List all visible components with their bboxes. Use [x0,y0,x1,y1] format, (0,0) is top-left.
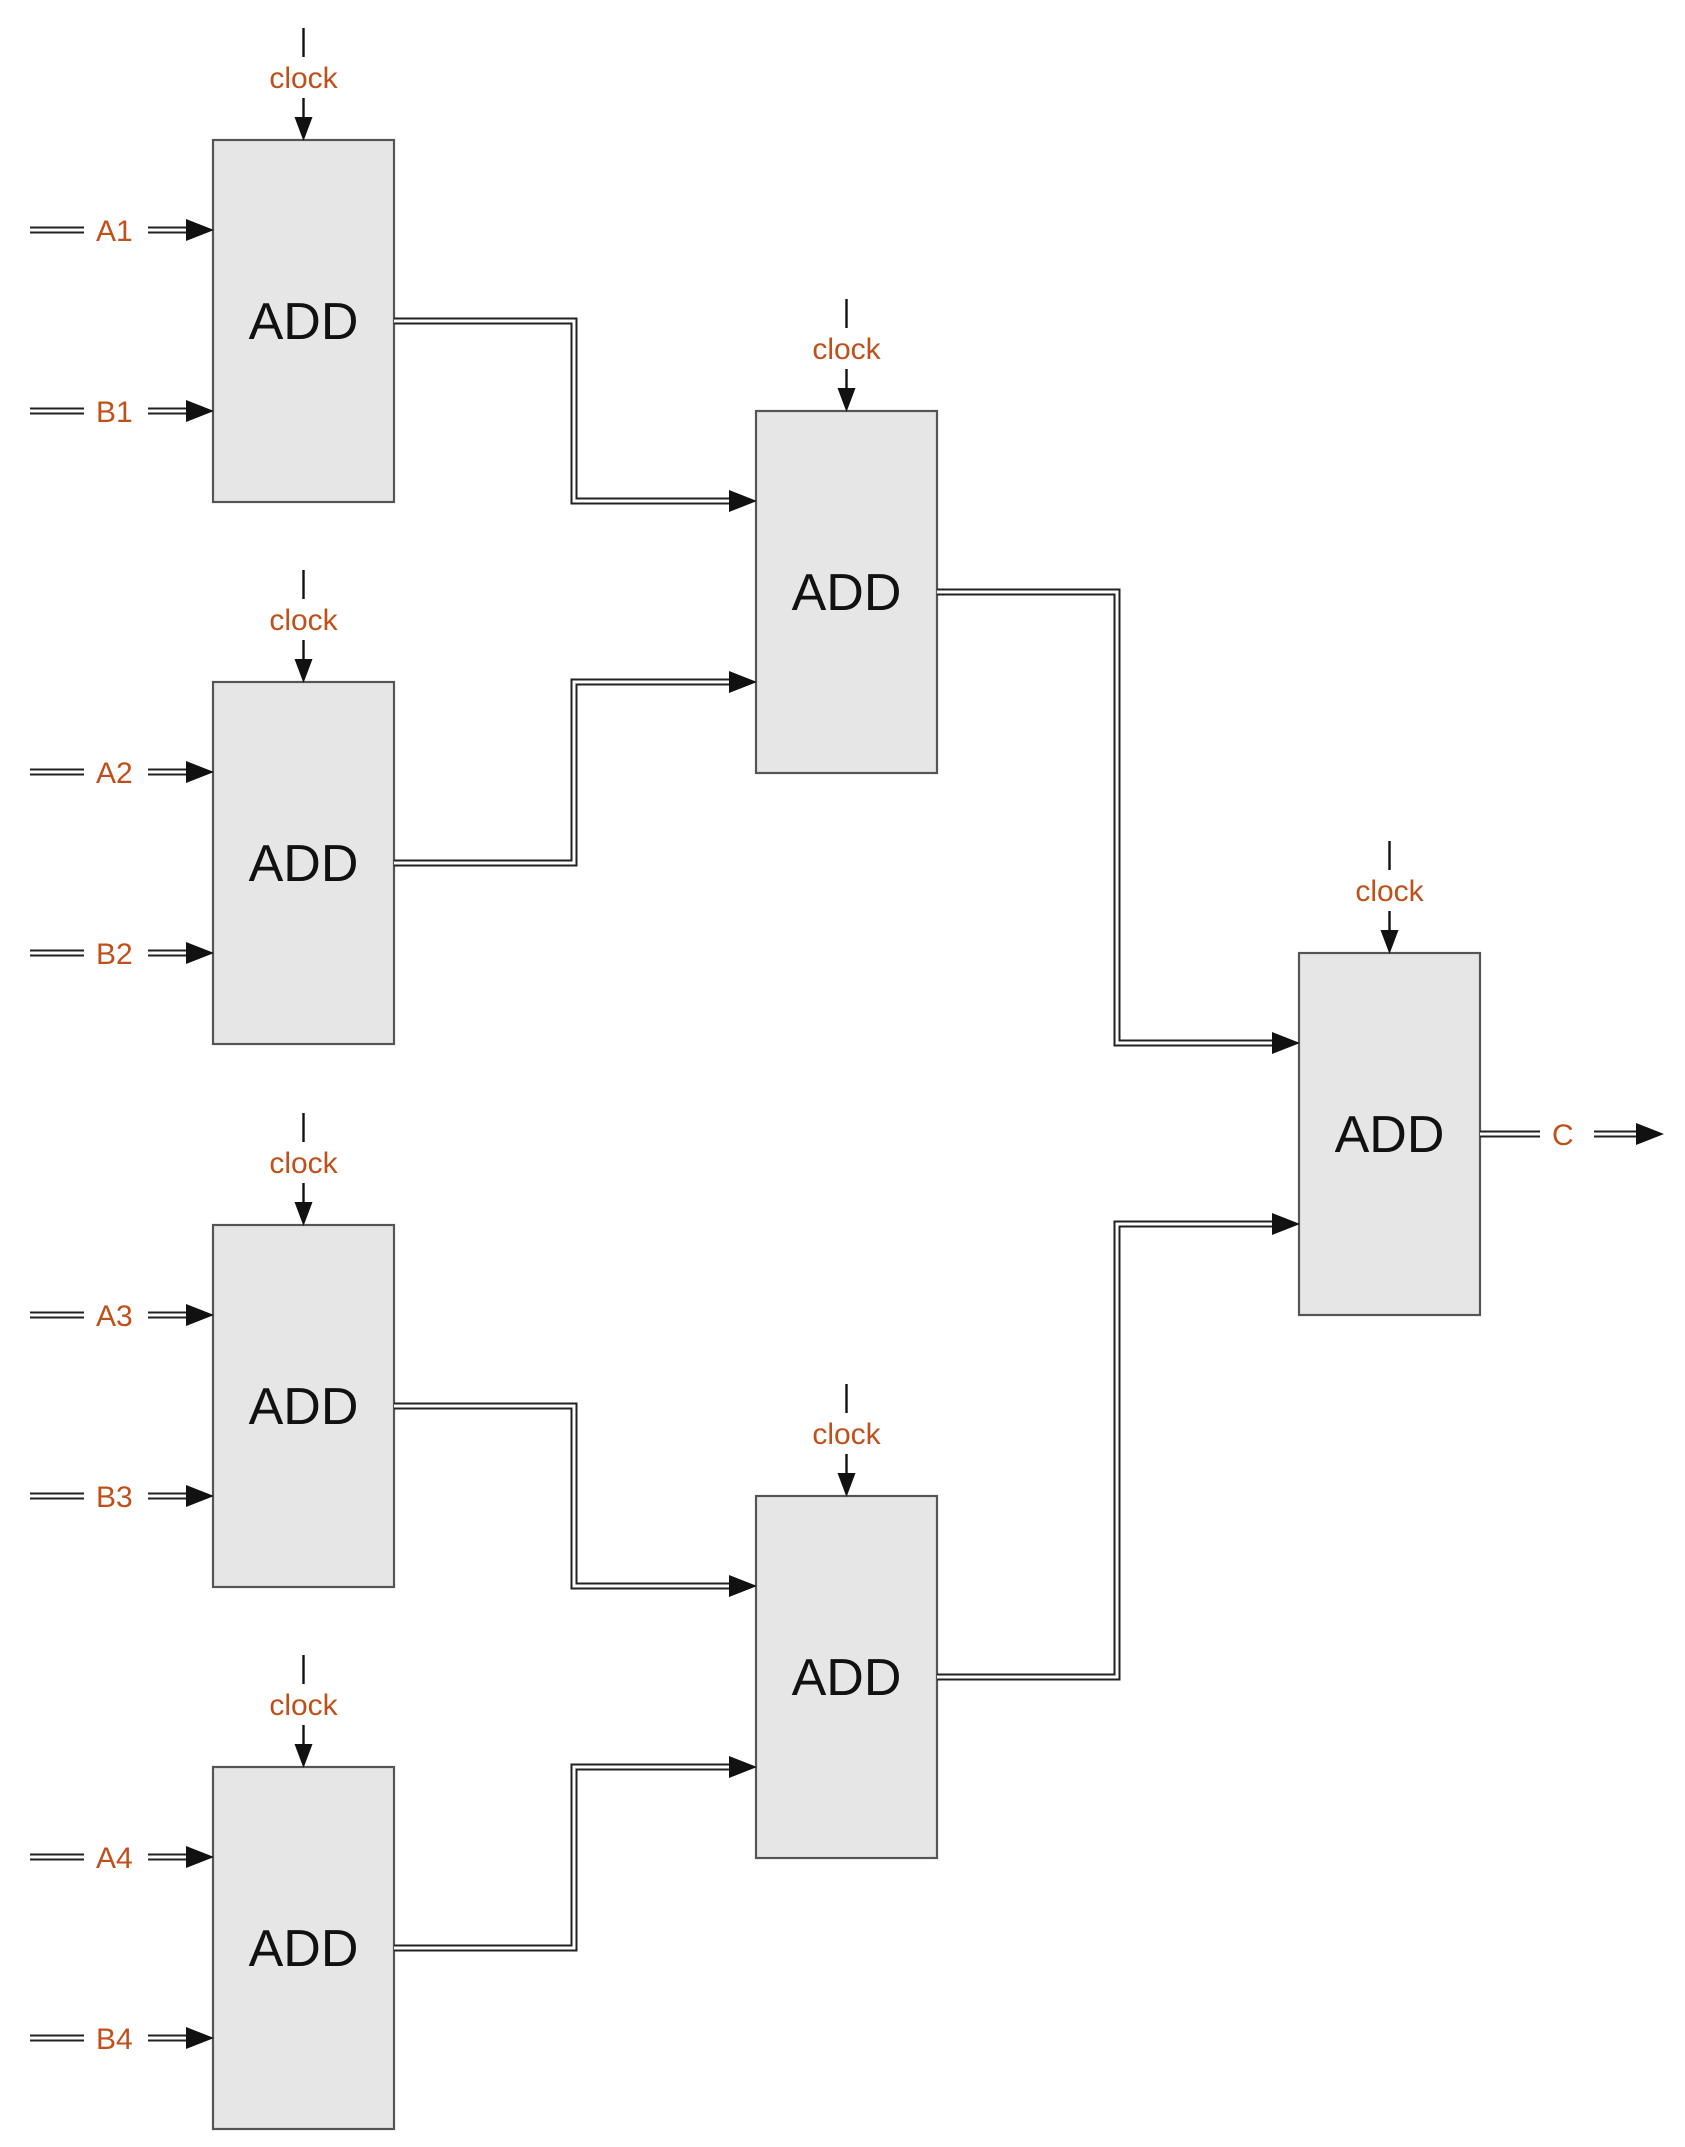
clock-arrow-icon [837,388,856,412]
wire-add6-to-add7 [937,1220,1273,1681]
output-arrow-icon [1636,1123,1664,1145]
wire-add2-to-add5 [394,678,730,867]
adder-block-6: ADD clock [754,1384,939,1860]
wire-add6-to-add7-arrow-icon [1272,1213,1300,1235]
adder-body [754,409,939,775]
clock-label: clock [1355,875,1424,908]
adder-body [211,138,396,504]
input-arrow-icon [186,2027,214,2049]
adder-label: ADD [249,293,359,351]
input-A2: A2 [30,757,186,790]
input-A4: A4 [30,1842,186,1875]
clock-arrow-icon [294,117,313,141]
input-B2: B2 [30,938,186,971]
input-B1: B1 [30,396,186,429]
output-C: C [1480,1119,1638,1152]
clock-input: clock [1355,841,1425,933]
clock-arrow-icon [294,659,313,683]
input-arrow-icon [186,1846,214,1868]
wire-add5-to-add7 [937,588,1273,1047]
input-B4: B4 [30,2023,186,2056]
clock-input: clock [812,299,882,391]
input-arrow-icon [186,400,214,422]
input-label: B2 [96,938,133,971]
wire-add2-to-add5-arrow-icon [729,671,757,693]
wire-add1-to-add5-arrow-icon [729,490,757,512]
clock-arrow-icon [294,1744,313,1768]
adder-body [754,1494,939,1860]
clock-label: clock [269,62,338,95]
adder-label: ADD [1335,1106,1445,1164]
adder-label: ADD [792,1649,902,1707]
wire-add5-to-add7-arrow-icon [1272,1032,1300,1054]
adder-block-5: ADD clock [754,299,939,775]
clock-arrow-icon [837,1473,856,1497]
adder-body [1297,951,1482,1317]
input-A1: A1 [30,215,186,248]
wire-add4-to-add6 [394,1763,730,1952]
input-label: B3 [96,1481,133,1514]
input-label: A2 [96,757,133,790]
input-label: B1 [96,396,133,429]
input-label: A4 [96,1842,133,1875]
input-A3: A3 [30,1300,186,1333]
adder-label: ADD [249,835,359,893]
adder-body [211,680,396,1046]
clock-input: clock [269,1655,339,1747]
input-arrow-icon [186,942,214,964]
clock-input: clock [812,1384,882,1476]
wire-add4-to-add6-arrow-icon [729,1756,757,1778]
input-B3: B3 [30,1481,186,1514]
input-arrow-icon [186,219,214,241]
clock-input: clock [269,1113,339,1205]
wire-add1-to-add5 [394,317,730,505]
input-label: A3 [96,1300,133,1333]
clock-input: clock [269,28,339,120]
adder-block-7: ADD clock [1297,841,1482,1317]
clock-label: clock [812,333,881,366]
wire-add3-to-add6 [394,1402,730,1590]
wire-add3-to-add6-arrow-icon [729,1575,757,1597]
clock-label: clock [269,604,338,637]
output-label: C [1552,1119,1574,1152]
adder-label: ADD [249,1920,359,1978]
clock-label: clock [269,1689,338,1722]
input-arrow-icon [186,1485,214,1507]
input-label: B4 [96,2023,133,2056]
clock-arrow-icon [294,1202,313,1226]
input-arrow-icon [186,761,214,783]
input-arrow-icon [186,1304,214,1326]
clock-arrow-icon [1380,930,1399,954]
clock-label: clock [269,1147,338,1180]
clock-input: clock [269,570,339,662]
adder-body [211,1223,396,1589]
adder-label: ADD [249,1378,359,1436]
clock-label: clock [812,1418,881,1451]
adder-label: ADD [792,564,902,622]
input-label: A1 [96,215,133,248]
